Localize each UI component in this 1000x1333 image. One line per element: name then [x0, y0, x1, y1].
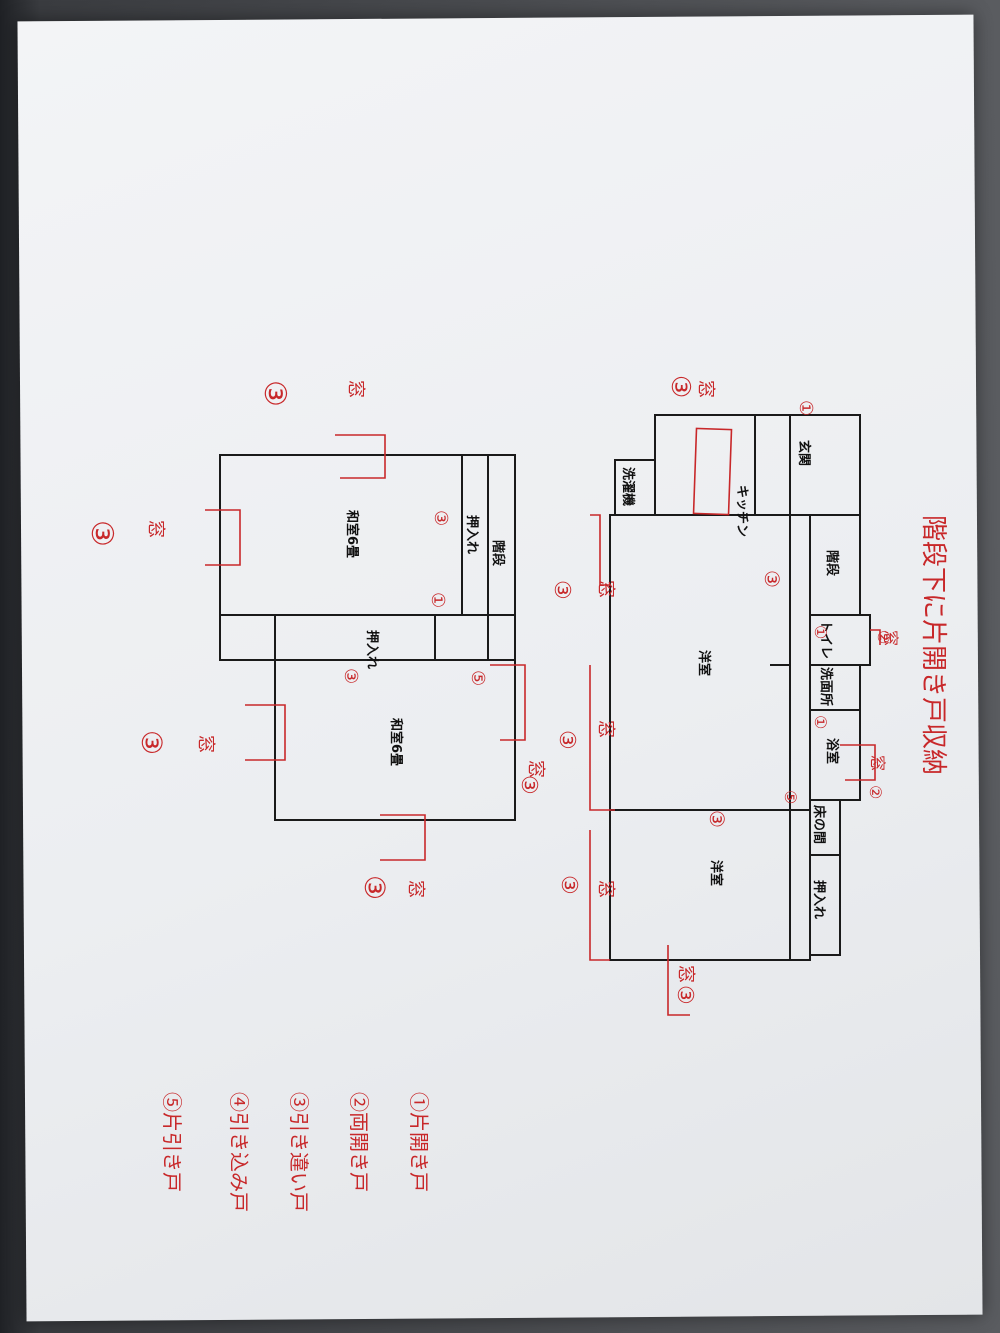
circle-num-senmen-door: ① — [811, 715, 830, 729]
senmenjo-label: 洗面所 — [818, 667, 834, 706]
legend-item-1: ①片開き戸 — [407, 1092, 431, 1192]
circle-num-window-8: ③ — [358, 875, 391, 900]
oshiire-mid-wall — [274, 614, 436, 661]
legend-item-3: ③引き違い戸 — [287, 1092, 311, 1212]
circle-num-yoshitsu-door: ③ — [705, 810, 729, 828]
toilet-label: トイレ — [818, 620, 833, 659]
window-word-2: 窓 — [595, 580, 616, 598]
circle-num-window-1: ③ — [549, 580, 574, 600]
window-sketch-3 — [589, 830, 610, 961]
circle-num-bath-window: ② — [866, 785, 885, 799]
window-sketch-8 — [380, 814, 426, 861]
circle-num-window-7: ③ — [135, 730, 168, 755]
window-word-5: 窓 — [675, 965, 696, 983]
window-word-7: 窓 — [868, 755, 887, 771]
circle-num-window-9: ③ — [516, 775, 541, 795]
first-floor-plan: 玄関 キッチン 洗濯機 階段 トイレ 洗面所 浴室 床の間 押入れ 洋室 洋室 — [609, 414, 871, 961]
window-word-6: 窓 — [881, 630, 900, 646]
legend-item-5: ⑤片引き戸 — [160, 1092, 184, 1192]
circle-num-washitsu-door: ⑤ — [467, 670, 488, 686]
window-sketch-2 — [589, 665, 615, 811]
circle-num-oshiire-mid: ③ — [340, 668, 361, 684]
circle-num-kaidan-door-2f: ① — [427, 592, 448, 608]
circle-num-toilet-window: ② — [874, 630, 893, 644]
circle-num-toilet-door: ① — [811, 625, 830, 639]
washer-wall — [614, 459, 656, 516]
window-word-9: 窓 — [145, 520, 166, 538]
circle-num-kitchen-window: ③ — [665, 375, 695, 398]
window-word-4: 窓 — [595, 880, 616, 898]
oshiire-label-floor1: 押入れ — [811, 880, 827, 919]
kaidan-label-floor1: 階段 — [824, 550, 840, 576]
second-floor-plan: 和室6畳 和室6畳 階段 押入れ 押入れ — [219, 454, 516, 821]
circle-num-window-2: ③ — [554, 730, 579, 750]
yoshitsu-small-label: 洋室 — [708, 860, 724, 886]
sentakuki-label: 洗濯機 — [620, 467, 636, 506]
toilet-window-sketch — [870, 629, 881, 645]
senmenjo-wall — [809, 664, 861, 711]
toko-label: 床の間 — [811, 805, 827, 844]
window-sketch-5 — [335, 434, 386, 479]
circle-num-window-6: ③ — [84, 520, 119, 547]
window-word-1: 窓 — [695, 380, 716, 398]
window-sketch-6 — [205, 509, 241, 566]
circle-num-bath-door: ⑤ — [781, 790, 800, 804]
legend-item-4: ④引き込み戸 — [227, 1092, 251, 1212]
oshiire-wall — [809, 854, 841, 956]
red-annotations: 階段下に片開き戸収納 窓 窓 窓 窓 窓 窓 窓 窓 窓 窓 窓 窓 ① ③ ③… — [84, 375, 948, 1212]
circle-num-window-4: ③ — [672, 985, 697, 1005]
circle-num-window-5: ③ — [257, 380, 292, 407]
window-sketch-9 — [490, 664, 526, 741]
kaidan-label-floor2: 階段 — [490, 540, 506, 566]
bath-window-sketch — [840, 744, 876, 781]
circle-num-kaidan-door: ③ — [760, 570, 784, 588]
legend-item-2: ②両開き戸 — [347, 1092, 371, 1192]
window-sketch-4 — [667, 945, 690, 1016]
oshiire-top-label: 押入れ — [464, 515, 480, 554]
window-word-12: 窓 — [525, 760, 546, 778]
yokushitsu-label: 浴室 — [824, 738, 840, 764]
yoshitsu-large-label: 洋室 — [696, 650, 712, 676]
washitsu-top-label: 和室6畳 — [344, 510, 360, 558]
window-word-10: 窓 — [195, 735, 216, 753]
oshiire-mid-label: 押入れ — [364, 630, 380, 669]
circle-num-genkan: ① — [795, 400, 816, 416]
window-sketch-7 — [245, 704, 286, 761]
kitchen-label: キッチン — [734, 485, 749, 537]
genkan-label: 玄関 — [796, 440, 812, 466]
window-sketch-1 — [590, 514, 610, 586]
washitsu-bottom-label: 和室6畳 — [388, 718, 404, 766]
corridor-wall — [219, 614, 276, 661]
circle-num-window-3: ③ — [556, 875, 581, 895]
title-annotation: 階段下に片開き戸収納 — [918, 515, 948, 775]
window-word-3: 窓 — [595, 720, 616, 738]
window-word-11: 窓 — [405, 880, 426, 898]
window-word-8: 窓 — [345, 380, 366, 398]
kitchen-window-sketch — [692, 427, 733, 516]
circle-num-oshiire-top: ③ — [430, 510, 451, 526]
